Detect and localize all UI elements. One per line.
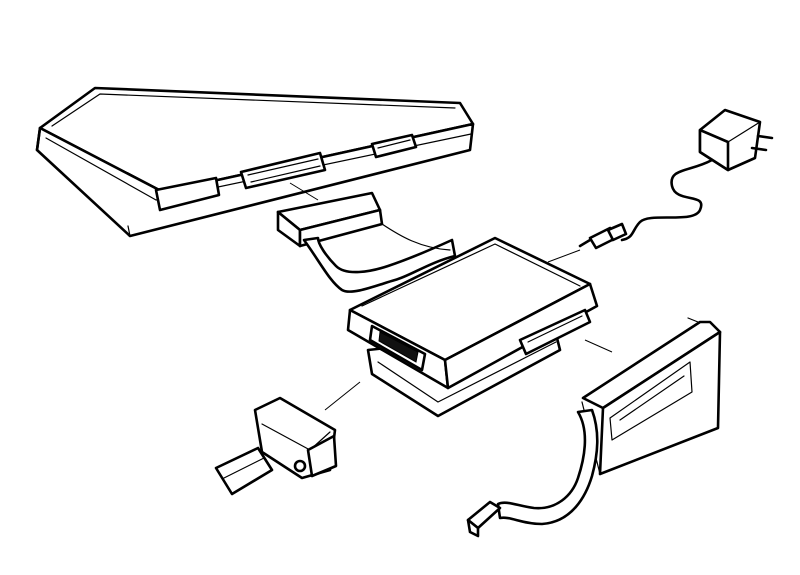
ribbon-cable <box>276 191 457 293</box>
card-ribbon-cable <box>466 408 599 538</box>
adapter-cord <box>620 158 714 242</box>
dc-plug <box>578 222 628 250</box>
expansion-card <box>581 317 722 476</box>
console-edge-connector <box>239 151 327 190</box>
console-left-port <box>154 176 221 212</box>
d-sub-cable-connector <box>214 396 338 496</box>
computer-console <box>35 86 475 238</box>
interface-box <box>346 236 599 418</box>
box-dsub-port <box>368 324 427 372</box>
console-right-port <box>370 133 418 159</box>
box-card-slot <box>518 308 592 356</box>
power-adapter <box>698 108 774 172</box>
